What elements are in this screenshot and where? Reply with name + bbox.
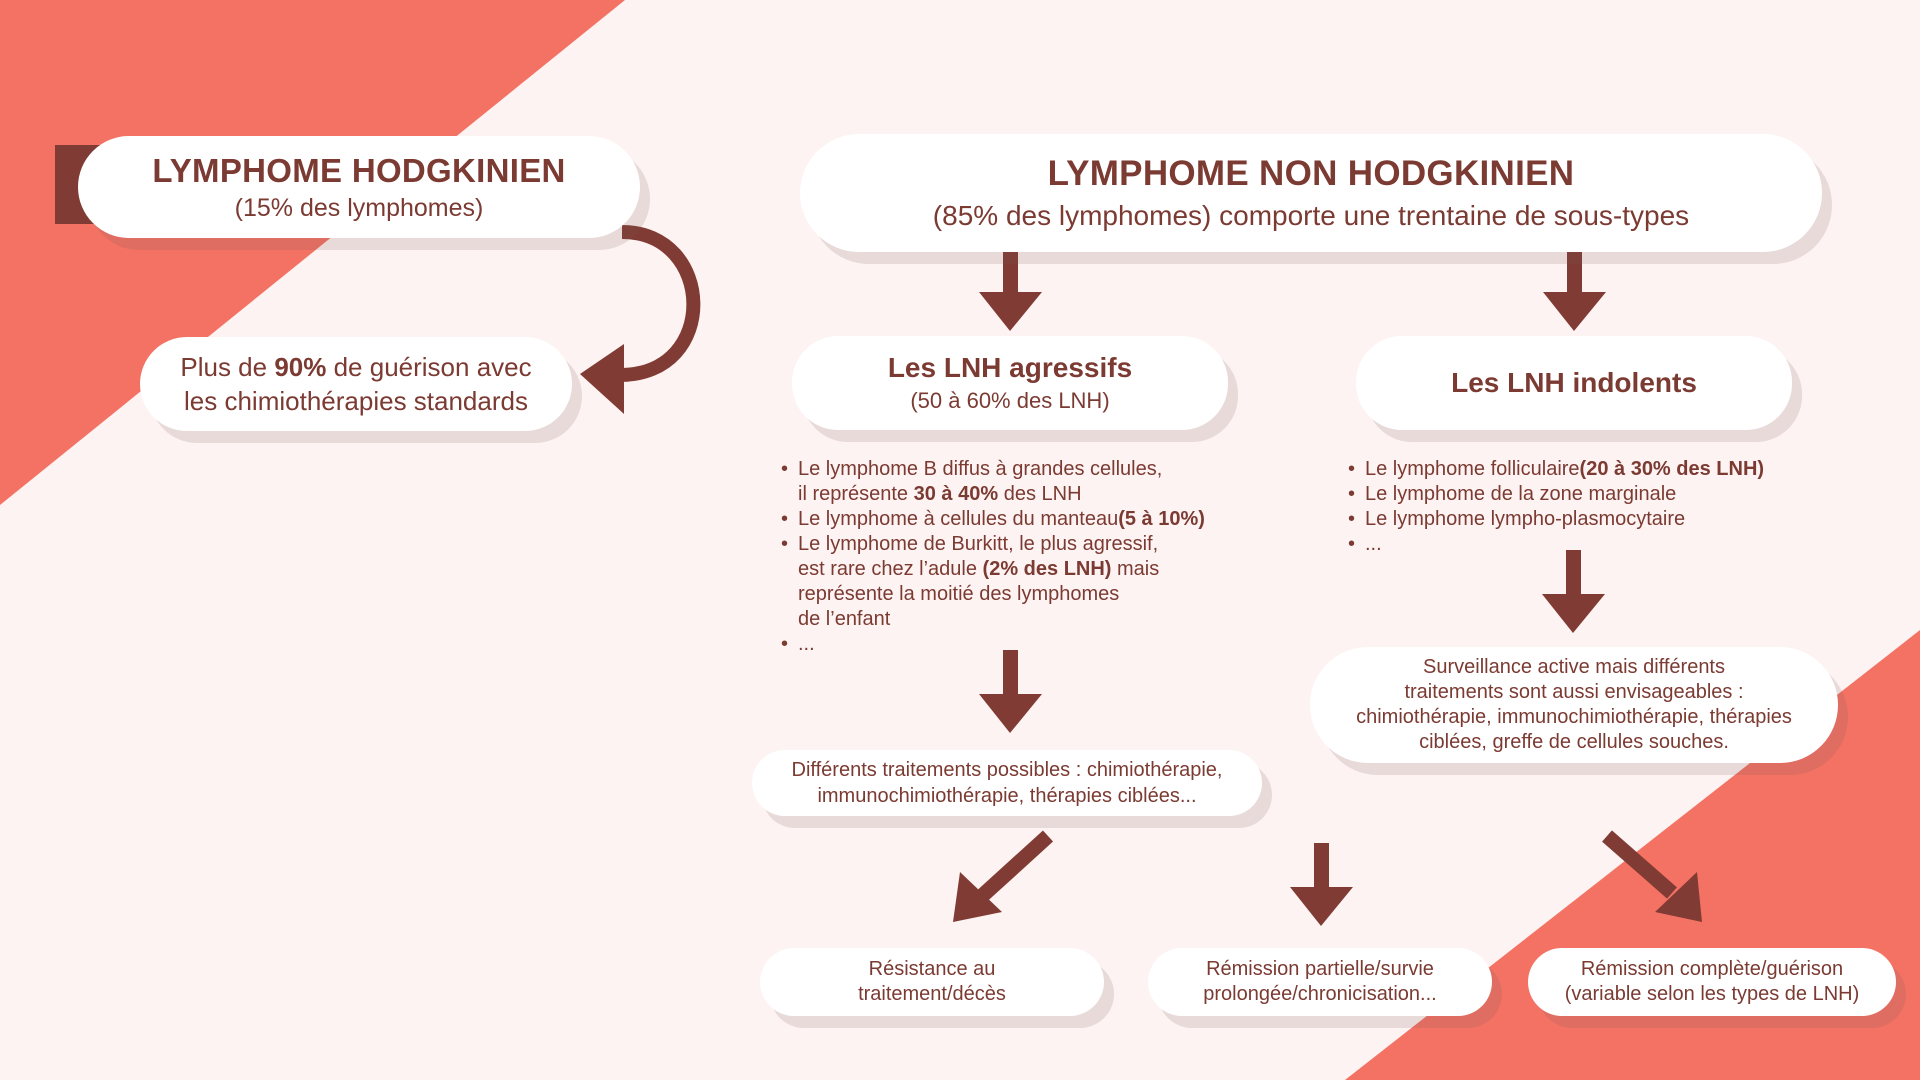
hodgkin-curved-arrow-head [580,344,624,414]
list-item: ... [1348,532,1868,557]
indolent-lnh-box: Les LNH indolents [1356,336,1792,430]
arrow-aggressive-to-treatment [979,650,1042,733]
outcome-complete-remission-box: Rémission complète/guérison (variable se… [1528,948,1896,1016]
hodgkin-cure-box: Plus de 90% de guérison avec les chimiot… [140,337,572,431]
list-item: Le lymphome à cellules du manteau(5 à 10… [781,507,1261,532]
hodgkin-title-box: LYMPHOME HODGKINIEN (15% des lymphomes) [78,136,640,238]
list-item: Le lymphome lympho-plasmocytaire [1348,507,1868,532]
aggressive-treatment-box: Différents traitements possibles : chimi… [752,750,1262,816]
indolent-title: Les LNH indolents [1451,367,1697,398]
aggressive-subtitle: (50 à 60% des LNH) [910,388,1110,413]
arrow-indolent-to-treatment [1542,550,1605,633]
list-item: Le lymphome folliculaire(20 à 30% des LN… [1348,457,1868,482]
list-item: Le lymphome de la zone marginale [1348,482,1868,507]
indolent-subtypes-list: Le lymphome folliculaire(20 à 30% des LN… [1348,457,1868,557]
outcome-partial-remission-box: Rémission partielle/survie prolongée/chr… [1148,948,1492,1016]
hodgkin-subtitle: (15% des lymphomes) [234,193,484,222]
arrow-lnh-to-aggressive [979,246,1042,331]
arrow-to-partial-remission [1290,843,1353,926]
indolent-treatment-box: Surveillance active mais différents trai… [1310,647,1838,763]
hodgkin-curved-arrow [619,225,701,382]
arrow-to-resistance [953,830,1054,922]
aggressive-lnh-box: Les LNH agressifs (50 à 60% des LNH) [792,336,1228,430]
aggressive-title: Les LNH agressifs [887,352,1133,383]
hodgkin-cure-line2: les chimiothérapies standards [184,386,528,416]
list-item: Le lymphome B diffus à grandes cellules,… [781,457,1261,507]
list-item: Le lymphome de Burkitt, le plus agressif… [781,532,1261,632]
hodgkin-title: LYMPHOME HODGKINIEN [152,151,566,189]
arrow-lnh-to-indolent [1543,246,1606,331]
aggressive-subtypes-list: Le lymphome B diffus à grandes cellules,… [781,457,1261,657]
hodgkin-cure-percent: 90% [274,352,327,382]
hodgkin-cure-line1: Plus de 90% de guérison avec [180,352,532,382]
non-hodgkin-subtitle: (85% des lymphomes) comporte une trentai… [932,200,1690,231]
arrow-to-complete-remission [1602,830,1702,922]
list-item: ... [781,632,1261,657]
outcome-resistance-box: Résistance au traitement/décès [760,948,1104,1016]
non-hodgkin-title: LYMPHOME NON HODGKINIEN [1047,154,1575,193]
non-hodgkin-title-box: LYMPHOME NON HODGKINIEN (85% des lymphom… [800,134,1822,252]
